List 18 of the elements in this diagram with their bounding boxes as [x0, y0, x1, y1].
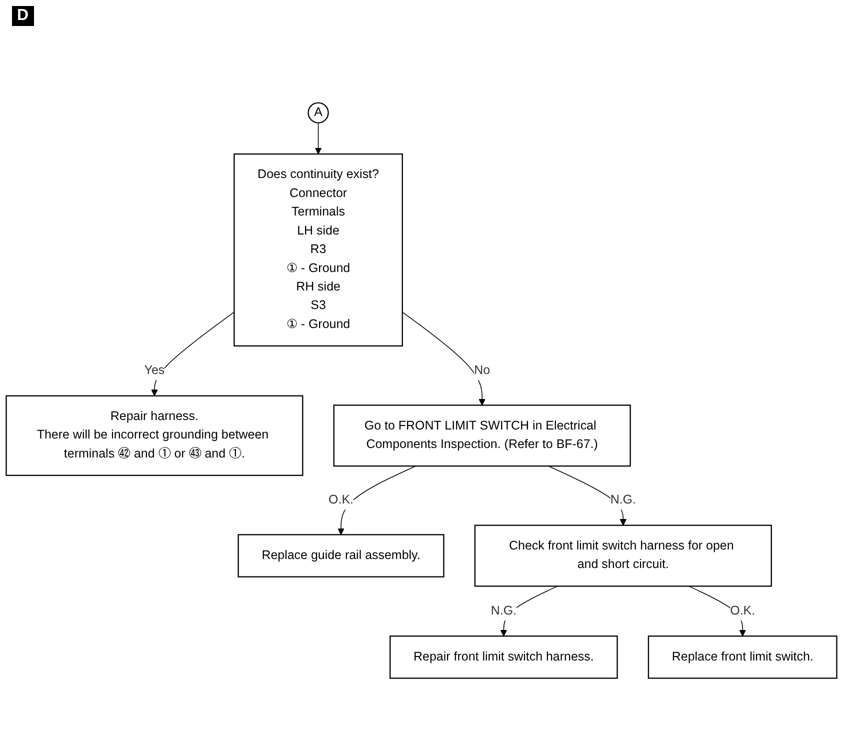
edge-label: N.G. [610, 493, 636, 507]
edge-label: N.G. [490, 604, 517, 618]
edge-label: No [474, 364, 490, 378]
edge-label: O.K. [328, 493, 354, 507]
edge-label: O.K. [730, 604, 756, 618]
section-marker: D [12, 6, 34, 26]
node-box: Repair harness. There will be incorrect grounding between terminals ㊷ and ① or ㊸ and ①. [6, 395, 304, 476]
edge-label: Yes [144, 364, 165, 378]
node-box: Repair front limit switch harness. [390, 636, 618, 679]
arrow [151, 312, 235, 396]
node-box: Replace guide rail assembly. [238, 534, 444, 578]
node-box: Check front limit switch harness for open and short circuit. [474, 524, 772, 587]
node-box: Go to FRONT LIMIT SWITCH in Electrical Components Inspection. (Refer to BF-67.) [333, 404, 631, 467]
node-box: Does continuity exist? Connector Terminals LH side R3 ① - Ground RH side S3 ① - Ground [234, 153, 403, 346]
arrow [314, 122, 322, 154]
arrow [402, 312, 486, 406]
node-box: Replace front limit switch. [648, 636, 838, 679]
node-circle: A [308, 102, 329, 124]
